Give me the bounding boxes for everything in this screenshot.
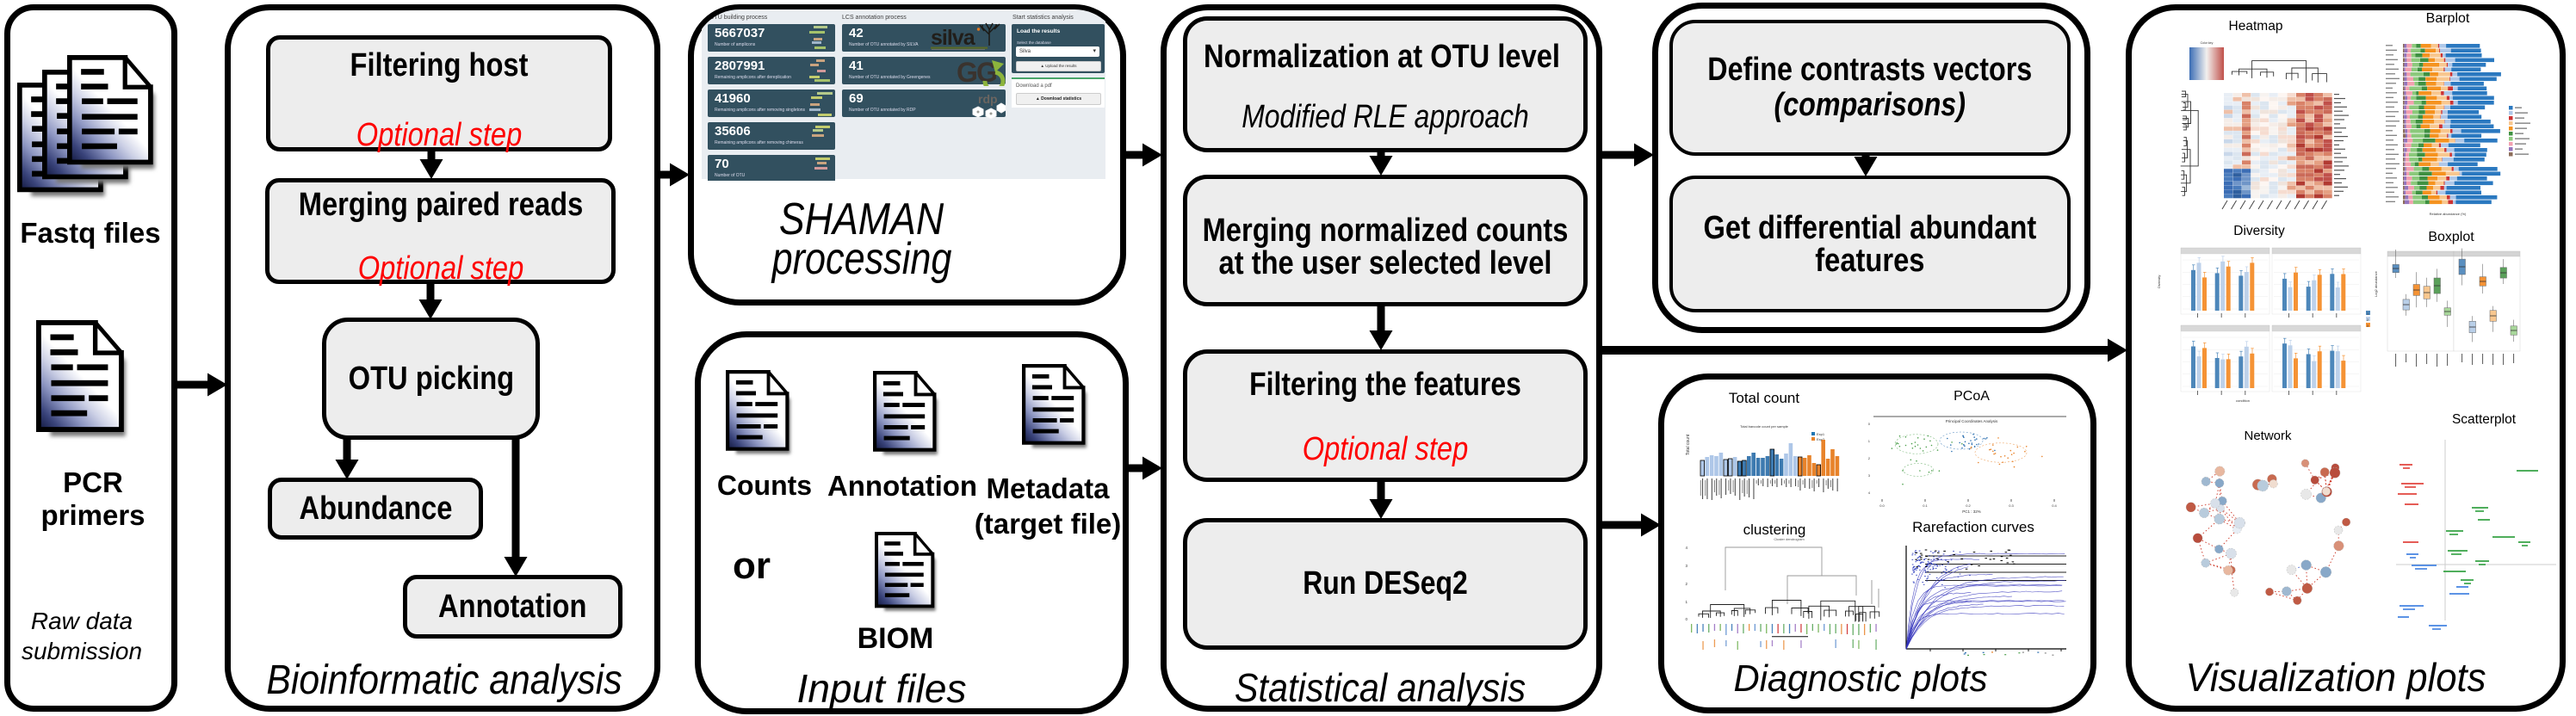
svg-text:Total barcode count per sample: Total barcode count per sample (1740, 424, 1789, 429)
svg-text:1: 1 (1685, 600, 1687, 604)
svg-text:Log2 abundance: Log2 abundance (2374, 270, 2378, 297)
svg-text:4: 4 (1685, 546, 1687, 550)
svg-text:0.0: 0.0 (1879, 503, 1885, 508)
svg-text:3: 3 (1685, 564, 1687, 568)
svg-text:0: 0 (1685, 617, 1687, 621)
svg-text:Scatterplot: Scatterplot (2452, 412, 2517, 427)
svg-text:Principal Coordinates Analysis: Principal Coordinates Analysis (1946, 419, 1998, 423)
svg-text:1: 1 (1868, 439, 1871, 443)
svg-text:2: 2 (1685, 582, 1687, 586)
svg-text:clustering: clustering (1743, 522, 1806, 538)
svg-text:0.1: 0.1 (1923, 503, 1928, 508)
svg-text:PCoA: PCoA (1954, 389, 1990, 404)
svg-text:2: 2 (1868, 456, 1871, 460)
svg-text:Boxplot: Boxplot (2428, 230, 2474, 244)
svg-text:Heatmap: Heatmap (2229, 19, 2283, 34)
svg-text:Exp1: Exp1 (1817, 432, 1825, 436)
svg-text:3: 3 (2367, 324, 2369, 328)
svg-text:silva: silva (931, 26, 976, 50)
svg-text:PC1 : 32%: PC1 : 32% (1962, 509, 1981, 514)
svg-text:Total count: Total count (1729, 390, 1799, 406)
svg-text:4: 4 (1868, 491, 1871, 495)
svg-text:Diversity: Diversity (2157, 275, 2161, 288)
svg-text:Exp2: Exp2 (1817, 437, 1825, 441)
svg-text:2: 2 (2367, 318, 2369, 322)
svg-text:Barplot: Barplot (2426, 11, 2470, 26)
svg-text:1: 1 (2367, 312, 2369, 316)
svg-text:Network: Network (2244, 429, 2292, 443)
svg-text:Color key: Color key (2201, 41, 2214, 45)
svg-text:Cluster dendrogram: Cluster dendrogram (1774, 537, 1805, 541)
svg-text:0: 0 (1868, 422, 1871, 426)
svg-text:rdp: rdp (978, 92, 998, 106)
svg-text:Diversity: Diversity (2233, 224, 2285, 238)
svg-text:condition: condition (2236, 398, 2250, 403)
svg-text:Rarefaction curves: Rarefaction curves (1912, 519, 2034, 535)
svg-text:Total count: Total count (1686, 434, 1691, 455)
svg-text:0.3: 0.3 (2009, 503, 2014, 508)
svg-text:Relative abundance (%): Relative abundance (%) (2430, 212, 2467, 216)
svg-text:G: G (957, 57, 978, 86)
svg-text:0.4: 0.4 (2052, 503, 2057, 508)
svg-text:0.2: 0.2 (1966, 503, 1971, 508)
svg-text:3: 3 (1868, 473, 1871, 478)
